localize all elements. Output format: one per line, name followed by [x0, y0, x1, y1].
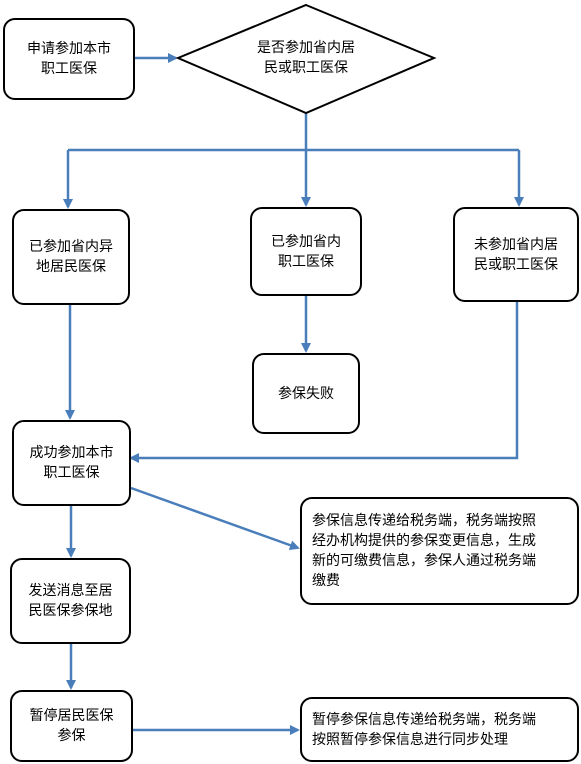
- node-fail: 参保失败: [252, 353, 360, 434]
- node-apply: 申请参加本市 职工医保: [3, 18, 135, 100]
- decision-text: 是否参加省内居 民或职工医保: [257, 40, 355, 76]
- node-employee-in-province: 已参加省内 职工医保: [250, 207, 362, 296]
- node-suspend-info-text: 暂停参保信息传递给税务端，税务端 按照暂停参保信息进行同步处理: [312, 711, 536, 748]
- decision-diamond: [175, 3, 437, 115]
- node-suspend-text: 暂停居民医保 参保: [29, 708, 114, 744]
- node-apply-text: 申请参加本市 职工医保: [27, 41, 111, 77]
- arrow-not-enrolled-to-success: [129, 301, 519, 463]
- node-success: 成功参加本市 职工医保: [12, 420, 131, 506]
- node-suspend: 暂停居民医保 参保: [10, 690, 133, 762]
- node-success-text: 成功参加本市 职工医保: [29, 445, 114, 481]
- node-tax-info: 参保信息传递给税务端，税务端按照 经办机构提供的参保变更信息，生成 新的可缴费信…: [300, 497, 579, 605]
- node-not-enrolled-text: 未参加省内居 民或职工医保: [474, 236, 558, 273]
- node-suspend-info: 暂停参保信息传递给税务端，税务端 按照暂停参保信息进行同步处理: [300, 697, 579, 762]
- node-resident-elsewhere: 已参加省内异 地居民医保: [12, 209, 130, 305]
- node-employee-in-province-text: 已参加省内 职工医保: [271, 233, 341, 270]
- node-tax-info-text: 参保信息传递给税务端，税务端按照 经办机构提供的参保变更信息，生成 新的可缴费信…: [312, 513, 536, 589]
- node-fail-text: 参保失败: [278, 385, 334, 402]
- node-resident-elsewhere-text: 已参加省内异 地居民医保: [29, 239, 113, 275]
- node-not-enrolled: 未参加省内居 民或职工医保: [453, 207, 579, 302]
- node-send-msg-text: 发送消息至居 民医保参保地: [28, 583, 113, 619]
- arrow-success-to-tax-info: [130, 486, 300, 551]
- node-send-msg: 发送消息至居 民医保参保地: [10, 558, 131, 644]
